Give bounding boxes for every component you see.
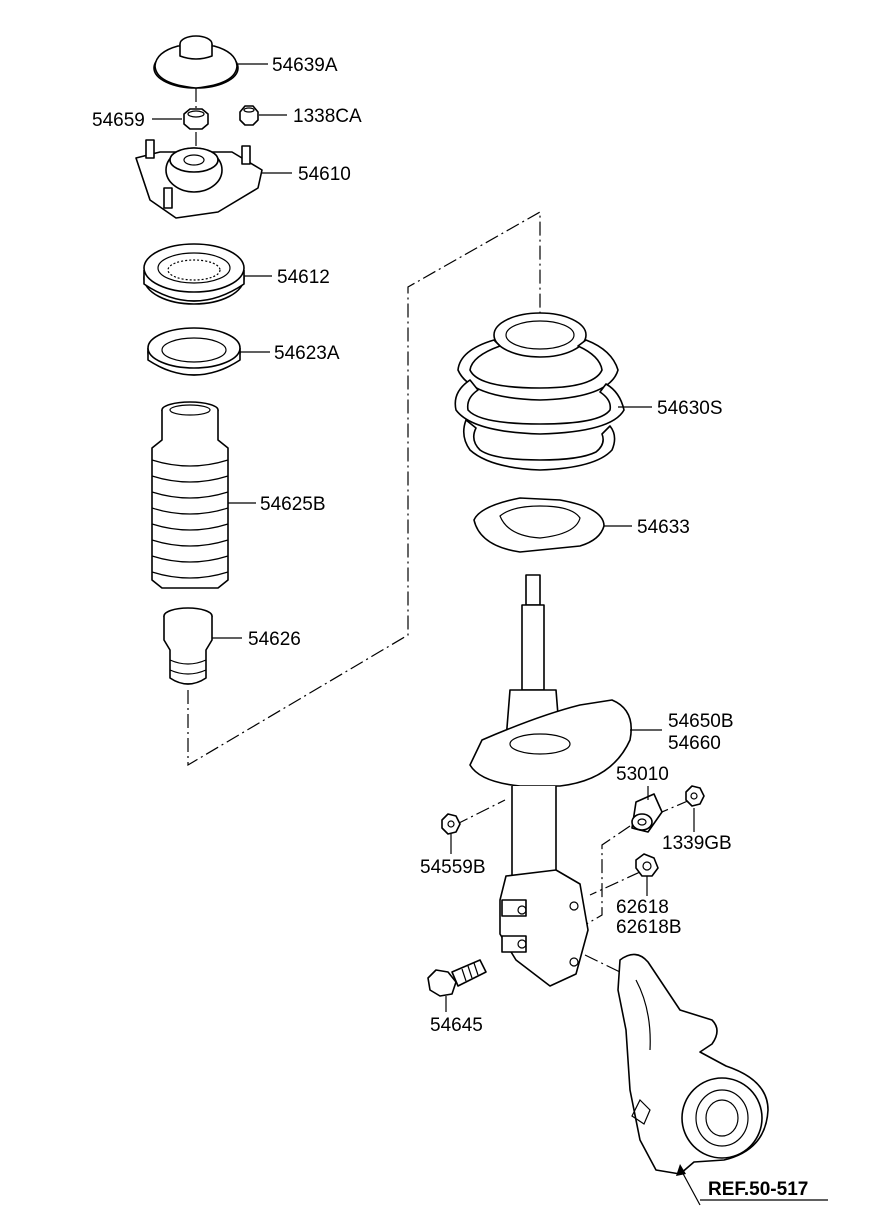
spring-seat-part[interactable] xyxy=(473,497,605,553)
insulator-part[interactable] xyxy=(147,327,241,376)
leader-lines xyxy=(152,63,701,1206)
label-62618b: 62618B xyxy=(616,917,682,938)
bolt-axis-line xyxy=(454,799,506,826)
nut-axis-line xyxy=(589,871,641,896)
nut-1338ca-part[interactable] xyxy=(239,105,259,126)
label-54645: 54645 xyxy=(430,1015,483,1036)
nut-62618-part[interactable] xyxy=(635,853,659,877)
bump-stop-part[interactable] xyxy=(163,607,213,685)
nut-1339gb-part[interactable] xyxy=(685,785,705,807)
knuckle-axis-line xyxy=(584,954,621,973)
dust-boot-part[interactable] xyxy=(151,401,229,589)
bearing-part[interactable] xyxy=(143,243,245,305)
label-54639a: 54639A xyxy=(272,55,338,76)
strut-assembly-part[interactable] xyxy=(469,574,632,987)
label-54559b: 54559B xyxy=(420,857,486,878)
label-54610: 54610 xyxy=(298,164,351,185)
label-1338ca: 1338CA xyxy=(293,106,362,127)
label-54633: 54633 xyxy=(637,517,690,538)
bolt-54645-part[interactable] xyxy=(427,959,487,997)
mount-cap-part[interactable] xyxy=(153,35,239,89)
assembly-centerline xyxy=(187,210,541,767)
label-54623a: 54623A xyxy=(274,343,340,364)
nut-54559b-part[interactable] xyxy=(441,813,461,835)
label-54625b: 54625B xyxy=(260,494,326,515)
label-53010: 53010 xyxy=(616,764,669,785)
label-54650b: 54650B xyxy=(668,711,734,732)
label-54660: 54660 xyxy=(668,733,721,754)
label-54630s: 54630S xyxy=(657,398,723,419)
label-1339gb: 1339GB xyxy=(662,833,732,854)
nut-54659-part[interactable] xyxy=(183,108,209,130)
coil-spring-part[interactable] xyxy=(454,312,625,471)
label-54659: 54659 xyxy=(92,110,145,131)
label-54612: 54612 xyxy=(277,267,330,288)
label-62618: 62618 xyxy=(616,897,669,918)
strut-mount-part[interactable] xyxy=(135,139,263,219)
label-54626: 54626 xyxy=(248,629,301,650)
reference-label[interactable]: REF.50-517 xyxy=(708,1179,808,1200)
bushing-part[interactable] xyxy=(631,793,663,833)
steering-knuckle-part[interactable] xyxy=(617,953,769,1175)
